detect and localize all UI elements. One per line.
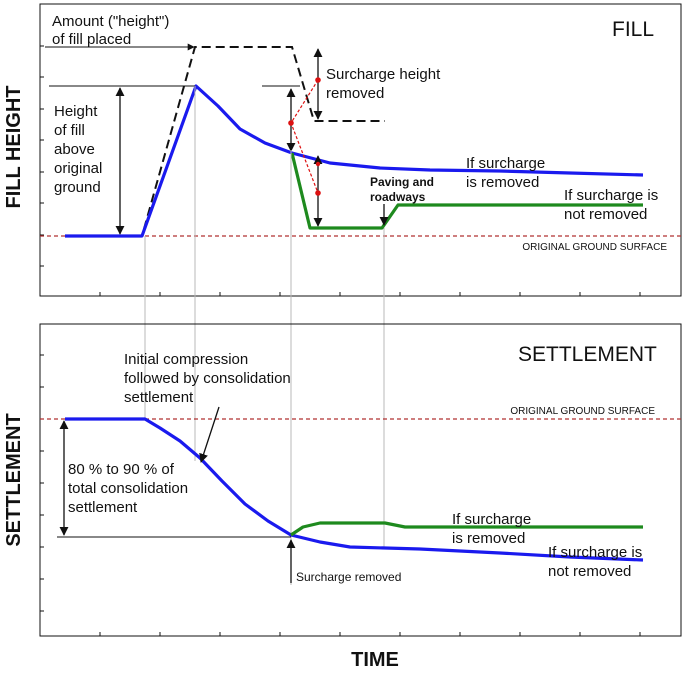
fill-panel-frame [39,3,682,297]
red-marker-4 [315,161,321,167]
time-axis-label: TIME [351,649,399,671]
svg-text:original: original [54,160,102,177]
settlement-if-not-removed-line1: If surcharge is [548,544,642,561]
surcharge-removed-label: Surcharge removed [296,570,401,584]
fill-panel: FILL FILL HEIGHT ORIGINAL GROUND SURFACE… [3,3,682,297]
height-of-fill-label: Height of fill above original ground [54,103,102,196]
settlement-if-removed-line2: is removed [452,530,525,547]
fill-original-ground-label: ORIGINAL GROUND SURFACE [522,242,667,253]
surcharge-removed-label-line1: Surcharge height [326,66,441,83]
svg-text:followed by consolidation: followed by consolidation [124,370,291,387]
amount-label-line1: Amount ("height") [52,13,169,30]
fill-blue-curve [65,84,644,238]
consolidation-percentage-label: 80 % to 90 % of total consolidation sett… [68,461,188,516]
settlement-if-removed-line1: If surcharge [452,511,531,528]
settlement-panel-frame [39,323,682,637]
settlement-title: SETTLEMENT [518,343,657,366]
svg-text:ground: ground [54,179,101,196]
surcharge-removed-label-line2: removed [326,85,384,102]
red-marker-1 [315,77,321,83]
amount-label-line2: of fill placed [52,31,131,48]
svg-text:total consolidation: total consolidation [68,480,188,497]
svg-text:of fill: of fill [54,122,85,139]
svg-text:80 % to 90 % of: 80 % to 90 % of [68,461,175,478]
settlement-panel: SETTLEMENT SETTLEMENT ORIGINAL GROUND SU… [3,323,682,637]
fill-panel-ticks [40,45,641,296]
initial-compression-arrow [199,406,220,463]
settlement-if-not-removed-line2: not removed [548,563,631,580]
settlement-green-curve [290,521,643,537]
initial-compression-label: Initial compression followed by consolid… [124,351,291,406]
svg-text:Initial compression: Initial compression [124,351,248,368]
settlement-blue-curve [65,417,644,562]
fill-if-not-removed-line1: If surcharge is [564,187,658,204]
fill-if-removed-line1: If surcharge [466,155,545,172]
settlement-original-ground-label: ORIGINAL GROUND SURFACE [510,406,655,417]
fill-if-not-removed-line2: not removed [564,206,647,223]
red-marker-3 [315,190,321,196]
svg-text:settlement: settlement [68,499,138,516]
settlement-panel-ticks [40,354,641,636]
paving-label-line2: roadways [370,190,426,204]
settlement-axis-label: SETTLEMENT [3,413,25,546]
paving-label-line1: Paving and [370,175,434,189]
fill-title: FILL [612,18,654,41]
fill-height-axis-label: FILL HEIGHT [3,86,25,209]
fill-if-removed-line2: is removed [466,174,539,191]
svg-text:settlement: settlement [124,389,194,406]
time-guide-lines [144,86,385,585]
svg-text:above: above [54,141,95,158]
fill-green-curve [290,152,643,230]
surcharge-red-connector [290,79,319,194]
svg-text:Height: Height [54,103,98,120]
red-marker-2 [288,120,294,126]
